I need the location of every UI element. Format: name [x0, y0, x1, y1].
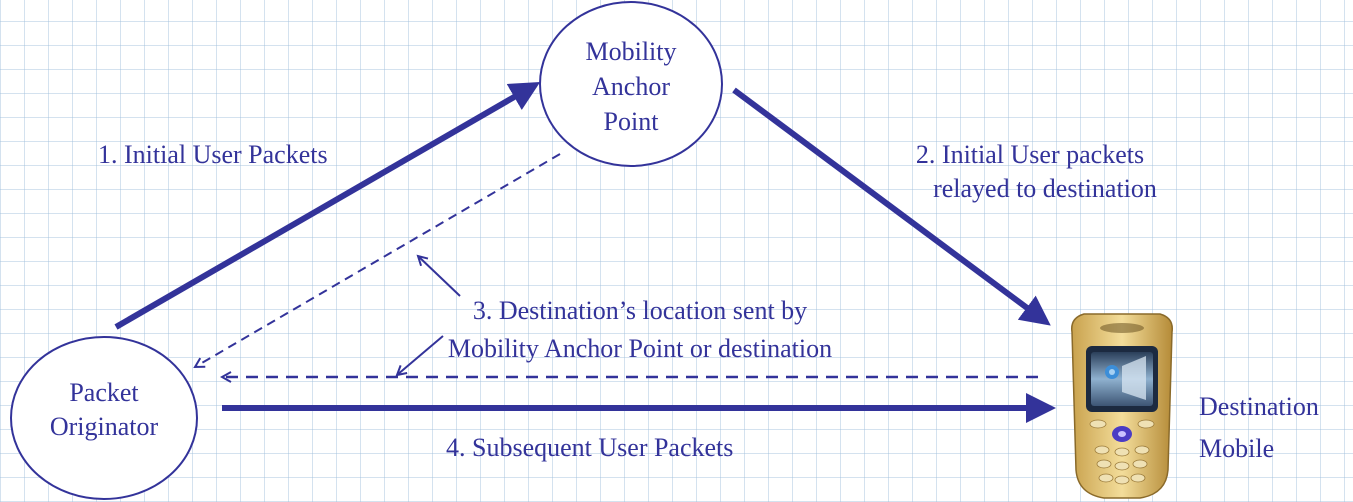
destination-label-line2: Mobile [1199, 434, 1275, 463]
step3-label: 3. Destination’s location sent by Mobili… [440, 296, 840, 364]
packet-originator-node [10, 336, 198, 500]
anchor-label-line2: Anchor [592, 72, 670, 101]
arrow-initial-user-packets [114, 81, 541, 330]
anchor-label-line3: Point [603, 107, 659, 136]
callout-pointer-upper [418, 256, 461, 297]
originator-label-line1: Packet [69, 378, 139, 407]
arrow-location-from-anchor [195, 153, 561, 367]
anchor-node-label: Mobility Anchor Point [561, 37, 701, 137]
destination-node-label: Destination Mobile [1199, 392, 1349, 464]
step3-label-line2: Mobility Anchor Point or destination [447, 334, 833, 363]
step2-label: 2. Initial User packets relayed to desti… [860, 140, 1200, 204]
anchor-label-line1: Mobility [585, 37, 677, 66]
step3-label-line1: 3. Destination’s location sent by [472, 296, 808, 325]
step2-label-line1: 2. Initial User packets [915, 140, 1145, 169]
callout-pointer-lower [397, 335, 444, 375]
destination-label-line1: Destination [1199, 392, 1319, 421]
step2-label-line2: relayed to destination [933, 174, 1157, 203]
step4-label: 4. Subsequent User Packets [446, 433, 734, 462]
mobile-phone-icon [1071, 313, 1173, 499]
arrow-relay-to-destination [732, 87, 1051, 326]
originator-label-line2: Originator [49, 412, 159, 441]
step1-label: 1. Initial User Packets [98, 140, 328, 169]
originator-node-label: Packet Originator [24, 378, 184, 442]
